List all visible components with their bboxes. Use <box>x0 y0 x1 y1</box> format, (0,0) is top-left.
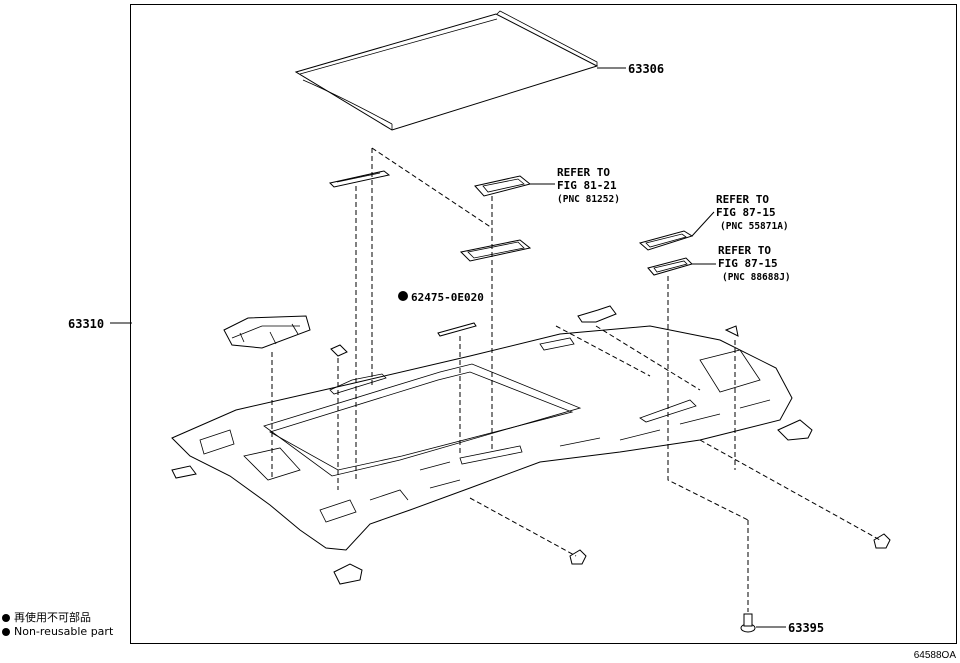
legend-japanese: 再使用不可部品 <box>14 611 91 624</box>
legend: 再使用不可部品 Non-reusable part <box>2 611 113 639</box>
sunvisor-holder-part-b <box>647 257 693 276</box>
triangle-clip-part <box>724 325 739 337</box>
diagram-frame <box>130 4 957 644</box>
clip-cap-right <box>873 533 891 549</box>
ref3-pnc: (PNC 88688J) <box>722 272 791 283</box>
ref3-line2: FIG 87-15 <box>718 257 778 270</box>
ref1-line2: FIG 81-21 <box>557 179 617 192</box>
label-roof-panel: 63306 <box>628 62 664 76</box>
legend-english: Non-reusable part <box>14 625 114 638</box>
right-bracket-part <box>777 419 813 441</box>
leader-ref2 <box>691 211 715 237</box>
right-cover-part <box>577 305 617 323</box>
bullet-icon <box>2 628 10 636</box>
left-hook-part <box>171 465 197 479</box>
ref3-line1: REFER TO <box>718 244 771 257</box>
legend-row-japanese: 再使用不可部品 <box>2 611 113 625</box>
nonreusable-mark-icon <box>398 291 408 301</box>
legend-row-english: Non-reusable part <box>2 625 113 639</box>
label-headlining: 63310 <box>68 317 104 331</box>
sunvisor-holder-part-a <box>638 230 694 251</box>
small-clip-part <box>330 344 348 357</box>
assist-grip-bracket-part <box>223 315 311 349</box>
ref-block-1: REFER TO FIG 81-21 (PNC 81252) <box>557 166 620 205</box>
label-nonreusable-part: 62475-0E020 <box>411 291 484 304</box>
dome-lamp-part <box>474 175 532 197</box>
label-clip: 63395 <box>788 621 824 635</box>
assembly-lines <box>271 147 881 612</box>
clip-cap-left <box>569 549 587 565</box>
ref1-pnc: (PNC 81252) <box>557 194 620 205</box>
headlining-part <box>171 325 793 551</box>
bottom-clip-part <box>333 563 363 585</box>
roof-panel-part <box>294 10 599 131</box>
bullet-icon <box>2 614 10 622</box>
trim-strip-part <box>329 170 391 188</box>
ref2-line2: FIG 87-15 <box>716 206 776 219</box>
ref2-line1: REFER TO <box>716 193 769 206</box>
clip-63395-part <box>740 613 756 633</box>
ref-block-3: REFER TO FIG 87-15 (PNC 88688J) <box>718 244 791 283</box>
ref2-pnc: (PNC 55871A) <box>720 221 789 232</box>
ref1-line1: REFER TO <box>557 166 610 179</box>
ref-block-2: REFER TO FIG 87-15 (PNC 55871A) <box>716 193 789 232</box>
nonreusable-strip-part <box>437 322 477 337</box>
console-bezel-part <box>459 239 532 262</box>
figure-code: 64588OA <box>913 650 956 661</box>
